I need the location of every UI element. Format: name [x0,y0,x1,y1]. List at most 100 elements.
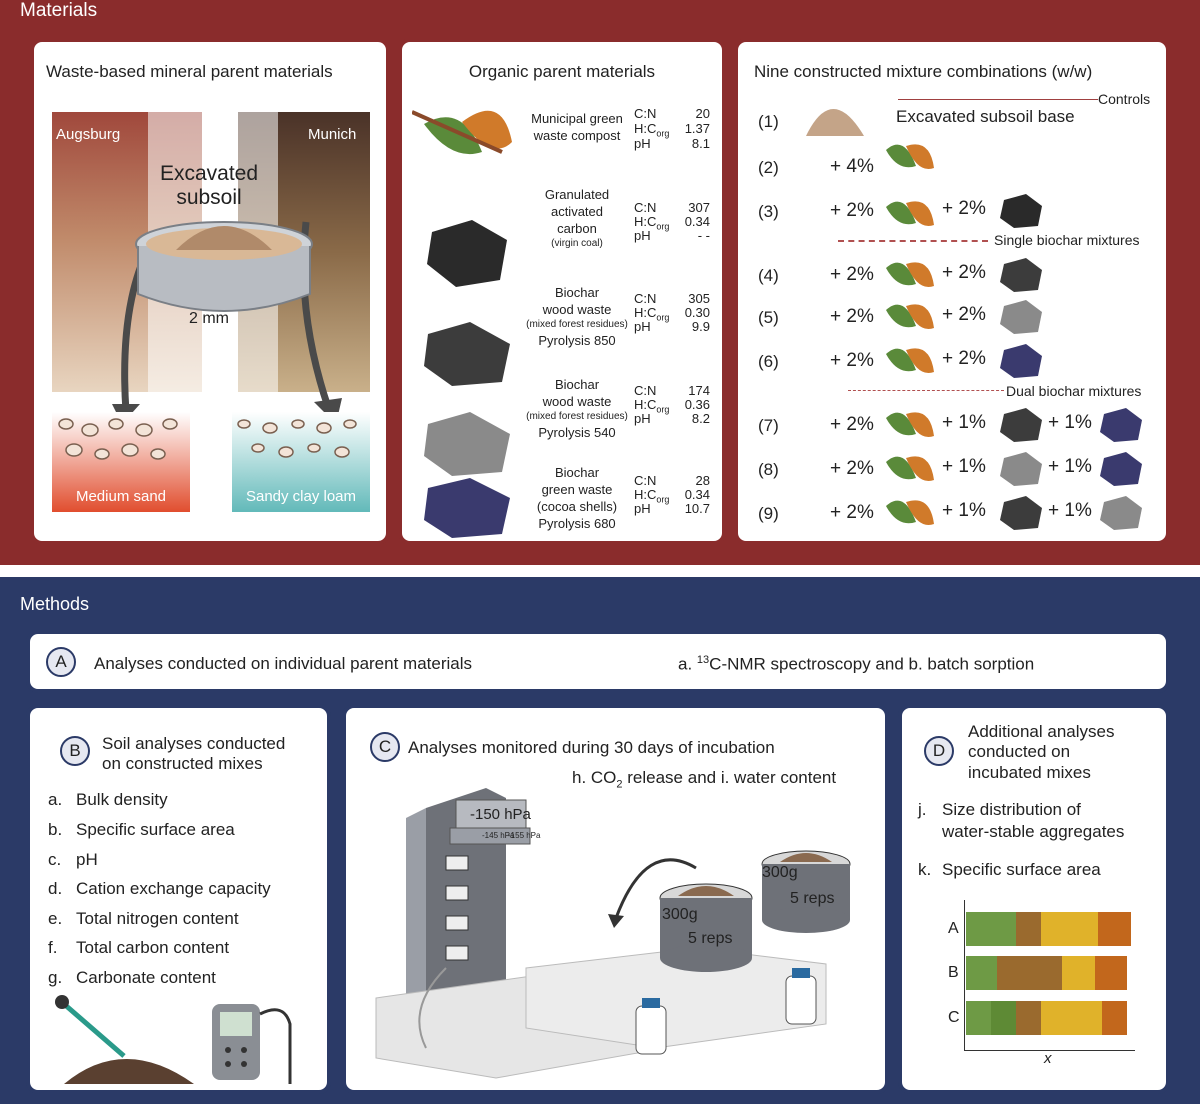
mineral-panel: Waste-based mineral parent materials [30,38,390,545]
ph-label: pH [634,319,651,334]
hc-label: H:Corg [634,487,670,505]
list-item: e.Total nitrogen content [48,909,239,928]
mix-1-id: (1) [758,112,779,131]
methods-title: Methods [20,594,90,614]
material-2-cn: 307 [688,200,710,215]
material-4-name-line1: Biochar [554,377,600,392]
hc-label: H:Corg [634,305,670,323]
badge-c: C [370,732,400,762]
mix-4-id: (4) [758,266,779,285]
cn-label: C:N [634,291,657,306]
list-item: b.Specific surface area [48,820,235,839]
cn-label: C:N [634,473,657,488]
material-3-name-line1: Biochar [554,285,600,300]
pipette-icon [62,1002,126,1058]
bar-label-a: A [948,920,959,937]
badge-b: B [60,736,90,766]
mix-5-p2: + 2% [942,304,986,325]
subsoil-base-label: Excavated subsoil base [896,107,1075,126]
bar-segment [990,1001,1016,1035]
bar-segment [1040,912,1099,946]
sample-can-icons [659,850,851,972]
material-3-name-line3: (mixed forest residues) [526,319,628,330]
gas-bottle-icons [418,967,817,1055]
panel-c-title: Analyses monitored during 30 days of inc… [408,738,775,757]
pressure-display: -150 hPa [470,806,531,823]
material-1-hc: 1.37 [684,121,710,136]
bar-segment [966,1001,991,1035]
mix-9-p2: + 1% [942,500,986,521]
ph-meter-icon [212,1004,292,1084]
organic-panel: Organic parent materials Municipal green… [398,38,726,545]
dual-biochar-label: Dual biochar mixtures [1006,383,1142,399]
lab-tools-illustration [55,995,292,1084]
list-item: f.Total carbon content [48,938,230,957]
panel-a-analyses: a. 13C-NMR spectroscopy and b. batch sor… [678,654,1035,674]
mix-8-p2: + 1% [942,456,986,477]
badge-a: A [46,647,76,677]
biochar-540-icon [424,412,510,476]
material-3-name-line2: wood waste [542,302,612,317]
material-4-hc: 0.36 [684,397,710,412]
mix-6-id: (6) [758,352,779,371]
mix-5-id: (5) [758,308,779,327]
material-4-name-line4: Pyrolysis 540 [538,425,616,440]
single-biochar-label: Single biochar mixtures [994,232,1140,248]
material-5-name-line2: green waste [541,482,613,497]
list-item: c.pH [48,850,98,869]
biochar-850-icon [424,322,510,386]
cn-label: C:N [634,383,657,398]
mix-7-p2: + 1% [942,412,986,433]
incubation-illustration [375,788,851,1079]
transfer-arrow-icon [614,858,697,919]
ph-label: pH [634,411,651,426]
material-3-hc: 0.30 [684,305,710,320]
hc-label: H:Corg [634,397,670,415]
mix-4-p1: + 2% [830,264,874,285]
bar-a [966,912,1132,946]
bar-segment [966,912,1016,946]
panel-c: C Analyses monitored during 30 days of i… [342,704,889,1094]
mix-9-id: (9) [758,504,779,523]
material-1-name-line1: Municipal green [531,111,623,126]
material-2-hc: 0.34 [684,214,710,229]
organic-material-icons [412,110,512,538]
biochar-cocoa-icon [424,478,510,538]
material-2-name-line3: carbon [557,221,597,236]
panel-b: B Soil analyses conducted on constructed… [26,704,331,1094]
pressure-small-2: -155 hPa [508,831,541,840]
mix-7-p3: + 1% [1048,412,1092,433]
soil-pile-icon [64,1059,194,1084]
material-3-ph: 9.9 [691,319,710,334]
bar-segment [1094,956,1128,990]
city-augsburg-label: Augsburg [56,126,121,143]
ph-label: pH [634,501,651,516]
material-1-ph: 8.1 [691,136,710,151]
material-3-name-line4: Pyrolysis 850 [538,333,616,348]
mix-5-p1: + 2% [830,306,874,327]
activated-carbon-icon [427,220,507,287]
compost-leaves-icon [412,110,512,155]
compost-icon [886,144,934,526]
material-5-ph: 10.7 [684,501,710,516]
material-4-name-line2: wood waste [542,394,612,409]
mix-9-p3: + 1% [1048,500,1092,521]
mix-8-id: (8) [758,460,779,479]
mix-3-p2: + 2% [942,198,986,219]
cn-label: C:N [634,200,657,215]
subsoil-label-line1: Excavated [159,162,259,185]
bar-segment [1015,912,1041,946]
material-1-cn: 20 [695,106,710,121]
panel-d: D Additional analyses conducted on incub… [898,704,1170,1094]
medium-sand-label: Medium sand [75,488,167,505]
bar-c [966,1001,1128,1035]
single-divider [838,240,988,242]
material-2-ph: - - [697,228,710,243]
tensiometer-device [406,788,531,1008]
controls-line [898,99,1098,100]
badge-d: D [924,736,954,766]
mix-3-id: (3) [758,202,779,221]
mix-8-p1: + 2% [830,458,874,479]
mix-3-p1: + 2% [830,200,874,221]
material-4-ph: 8.2 [691,411,710,426]
